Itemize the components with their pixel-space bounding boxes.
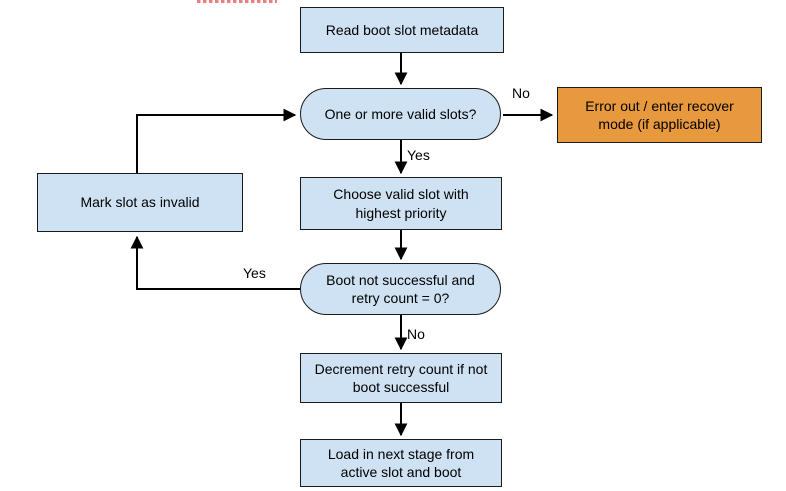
node-label: Error out / enter recover mode (if appli… (585, 97, 734, 132)
node-load-next-stage: Load in next stage from active slot and … (300, 439, 502, 487)
node-decrement-retry-count: Decrement retry count if not boot succes… (300, 353, 502, 403)
node-label: One or more valid slots? (324, 105, 477, 122)
node-label: Mark slot as invalid (80, 194, 200, 211)
node-choose-valid-slot: Choose valid slot with highest priority (300, 177, 502, 230)
edge-label-yes-mark-invalid: Yes (243, 265, 266, 281)
cropped-red-text (197, 0, 277, 3)
node-label: Read boot slot metadata (325, 21, 479, 38)
node-mark-slot-invalid: Mark slot as invalid (37, 173, 243, 232)
node-label: Boot not successful and retry count = 0? (326, 271, 475, 306)
node-label: Load in next stage from active slot and … (327, 445, 475, 480)
edge-mark-to-valid (136, 108, 297, 173)
edge-retry-to-mark (130, 235, 300, 290)
node-error-out-recover-mode: Error out / enter recover mode (if appli… (557, 87, 762, 143)
node-decision-valid-slots: One or more valid slots? (300, 88, 501, 140)
node-label: Decrement retry count if not boot succes… (314, 360, 488, 395)
node-label: Choose valid slot with highest priority (333, 186, 469, 221)
node-read-boot-slot-metadata: Read boot slot metadata (300, 7, 504, 53)
node-decision-boot-retry-count: Boot not successful and retry count = 0? (300, 263, 501, 315)
edge-label-no-error: No (512, 85, 530, 101)
edge-label-no-decrement: No (407, 326, 425, 342)
edge-label-yes-choose: Yes (407, 147, 430, 163)
